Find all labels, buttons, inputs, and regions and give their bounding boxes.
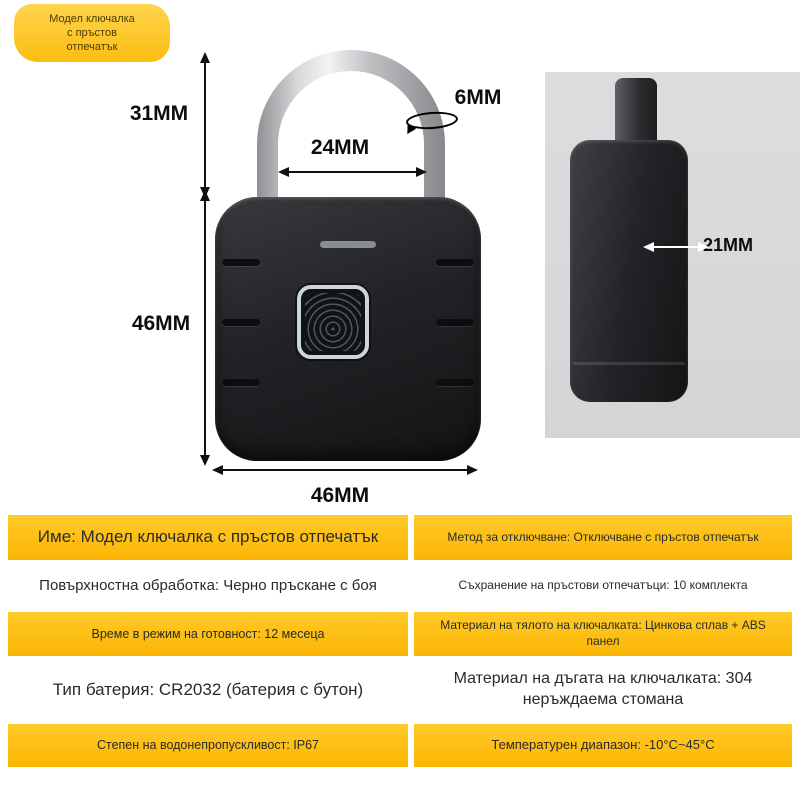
dim-label-shackle-diameter: 6MM <box>454 86 502 109</box>
spec-cell-surface-finish: Повърхностна обработка: Черно пръскане с… <box>8 563 408 609</box>
model-badge-line2: с пръстов <box>67 26 117 39</box>
dim-label-body-width: 46MM <box>310 484 370 507</box>
dim-label-shackle-width: 24MM <box>310 136 370 159</box>
spec-cell-battery-type: Тип батерия: CR2032 (батерия с бутон) <box>8 659 408 721</box>
dim-arrow-body-width <box>212 465 478 475</box>
shackle-inner-gap <box>278 71 424 205</box>
body-ridge <box>436 319 474 326</box>
dim-arrow-shackle-height <box>200 52 210 198</box>
spec-cell-name: Име: Модел ключалка с пръстов отпечатък <box>8 515 408 560</box>
body-ridge <box>436 379 474 386</box>
padlock-body <box>215 197 481 461</box>
body-ridge <box>222 259 260 266</box>
body-ridge <box>222 319 260 326</box>
side-view-body <box>570 140 688 402</box>
model-badge-line3: отпечатък <box>66 41 118 54</box>
side-view-shackle <box>615 78 657 148</box>
spec-cell-waterproof-rating: Степен на водонепропускливост: IP67 <box>8 724 408 767</box>
dim-label-body-depth: 21MM <box>703 235 754 255</box>
side-view-seam <box>573 362 685 365</box>
body-ridge <box>222 379 260 386</box>
model-badge-line1: Модел ключалка <box>49 12 135 25</box>
spec-cell-fingerprint-storage: Съхранение на пръстови отпечатъци: 10 ко… <box>414 563 792 609</box>
dim-arrow-shackle-width <box>278 167 427 177</box>
dim-arrow-body-depth <box>643 242 709 252</box>
body-ridge <box>436 259 474 266</box>
dim-label-shackle-height: 31MM <box>129 102 189 125</box>
led-indicator <box>320 241 376 248</box>
fingerprint-sensor-icon <box>297 285 369 359</box>
fingerprint-pattern <box>305 293 361 351</box>
spec-cell-standby-time: Време в режим на готовност: 12 месеца <box>8 612 408 656</box>
spec-table: Име: Модел ключалка с пръстов отпечатък … <box>8 515 792 767</box>
spec-cell-temperature-range: Температурен диапазон: -10°C~45°C <box>414 724 792 767</box>
dim-arrow-body-height <box>200 190 210 466</box>
model-badge: Модел ключалка с пръстов отпечатък <box>14 4 170 62</box>
side-view-photo: 21MM <box>545 72 800 438</box>
spec-cell-body-material: Материал на тялото на ключалката: Цинков… <box>414 612 792 656</box>
spec-cell-shackle-material: Материал на дъгата на ключалката: 304 не… <box>414 659 792 721</box>
dim-label-body-height: 46MM <box>131 312 191 335</box>
spec-cell-unlock-method: Метод за отключване: Отключване с пръсто… <box>414 515 792 560</box>
